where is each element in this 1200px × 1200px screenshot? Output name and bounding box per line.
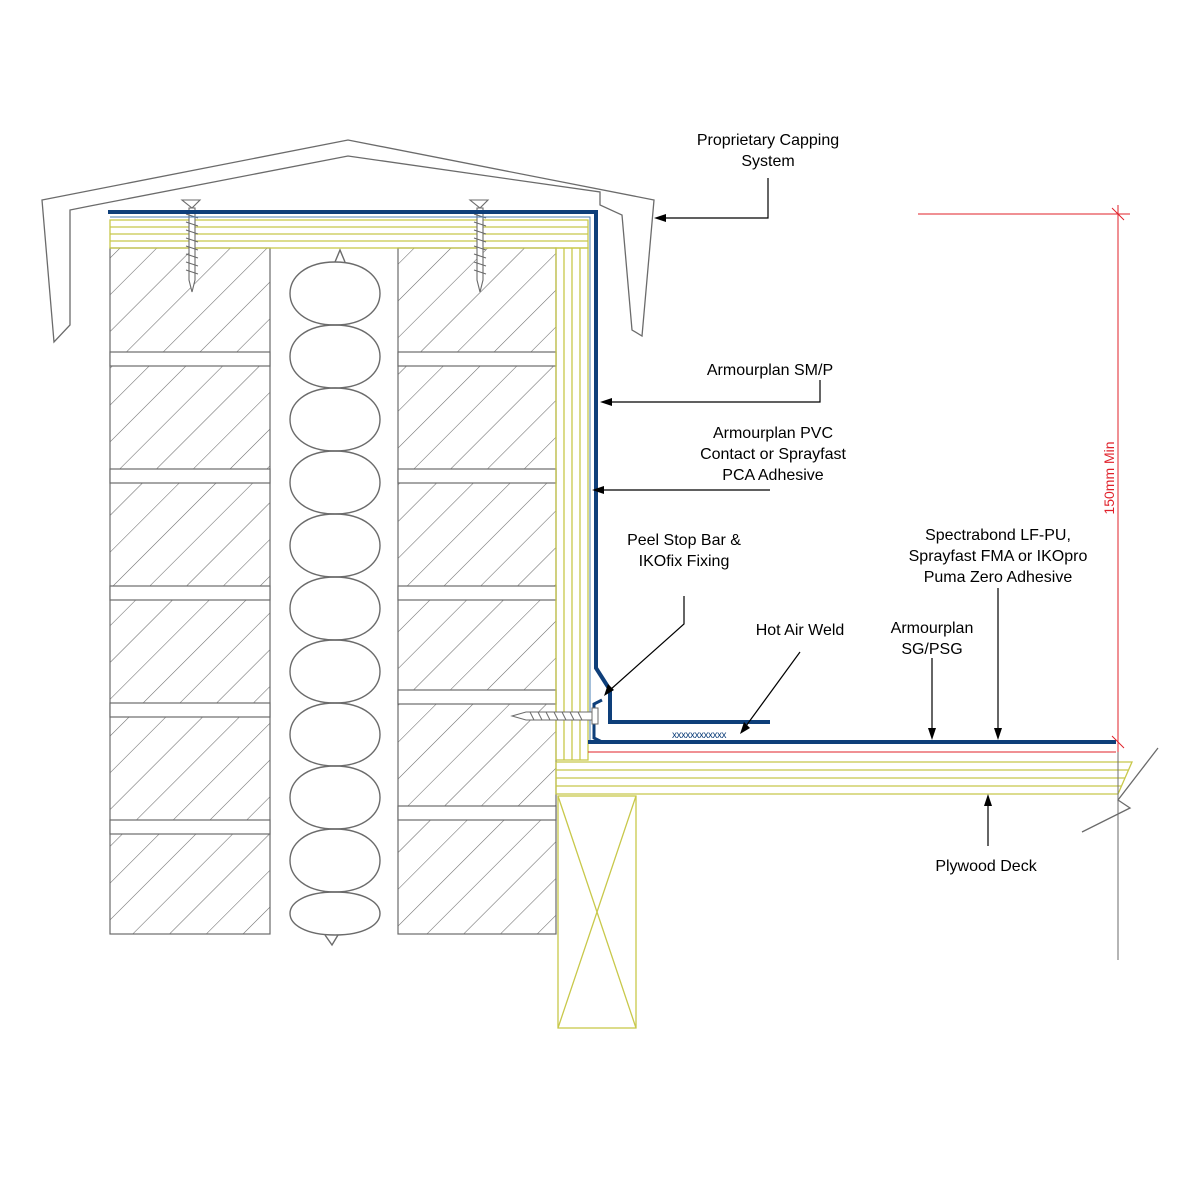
label-spectrabond-line2: Sprayfast FMA or IKOpro [908,548,1088,565]
label-peel-stop-bar: Peel Stop Bar & IKOfix Fixing [594,530,774,572]
timber-joist [557,795,637,1029]
timber-wall-plate [109,219,589,249]
capping-screw-2 [468,199,490,293]
dimension-label-150mm-min: 150mm Min [1101,441,1117,515]
label-spectrabond-line1: Spectrabond LF-PU, [925,527,1071,544]
leader-arrowheads [592,214,1002,806]
outer-masonry-leaf [109,247,271,935]
label-pvc-contact-adhesive: Armourplan PVC Contact or Sprayfast PCA … [673,423,873,486]
deck-break-line [1081,747,1159,833]
hot-air-weld-marks: xxxxxxxxxxxx [672,730,727,741]
label-peel-stop-line1: Peel Stop Bar & [627,532,741,549]
label-pvc-contact-line1: Armourplan PVC [712,425,834,442]
proprietary-capping [41,139,655,344]
dimension-150mm [918,205,1130,960]
label-armourplan-sm-p: Armourplan SM/P [680,360,860,381]
ikofix-fixing [510,707,599,725]
timber-upstand [555,247,589,761]
label-armourplan-sm-p-line1: Armourplan SM/P [706,362,834,379]
label-pvc-contact-line3: PCA Adhesive [722,467,824,484]
label-proprietary-capping: Proprietary Capping System [668,130,868,172]
inner-masonry-leaf [397,247,557,935]
label-proprietary-capping-line2: System [741,153,795,170]
label-sg-psg-line1: Armourplan [890,620,974,637]
leader-lines [600,178,999,846]
contact-adhesive-layer [110,216,591,740]
capping-screw-1 [180,199,202,293]
label-sg-psg-line2: SG/PSG [901,641,963,658]
label-hot-air-weld-line1: Hot Air Weld [755,622,845,639]
label-armourplan-sg-psg: Armourplan SG/PSG [872,618,992,660]
label-plywood-deck: Plywood Deck [916,856,1056,877]
label-pvc-contact-line2: Contact or Sprayfast [700,446,846,463]
label-peel-stop-line2: IKOfix Fixing [638,553,730,570]
label-spectrabond-adhesive: Spectrabond LF-PU, Sprayfast FMA or IKOp… [878,525,1118,588]
label-spectrabond-line3: Puma Zero Adhesive [923,569,1073,586]
label-proprietary-capping-line1: Proprietary Capping [696,132,840,149]
cavity-insulation [289,248,381,947]
label-plywood-deck-line1: Plywood Deck [935,858,1037,875]
label-hot-air-weld: Hot Air Weld [730,620,870,641]
armourplan-sm-p-membrane [108,210,770,724]
plywood-deck [555,761,1133,795]
